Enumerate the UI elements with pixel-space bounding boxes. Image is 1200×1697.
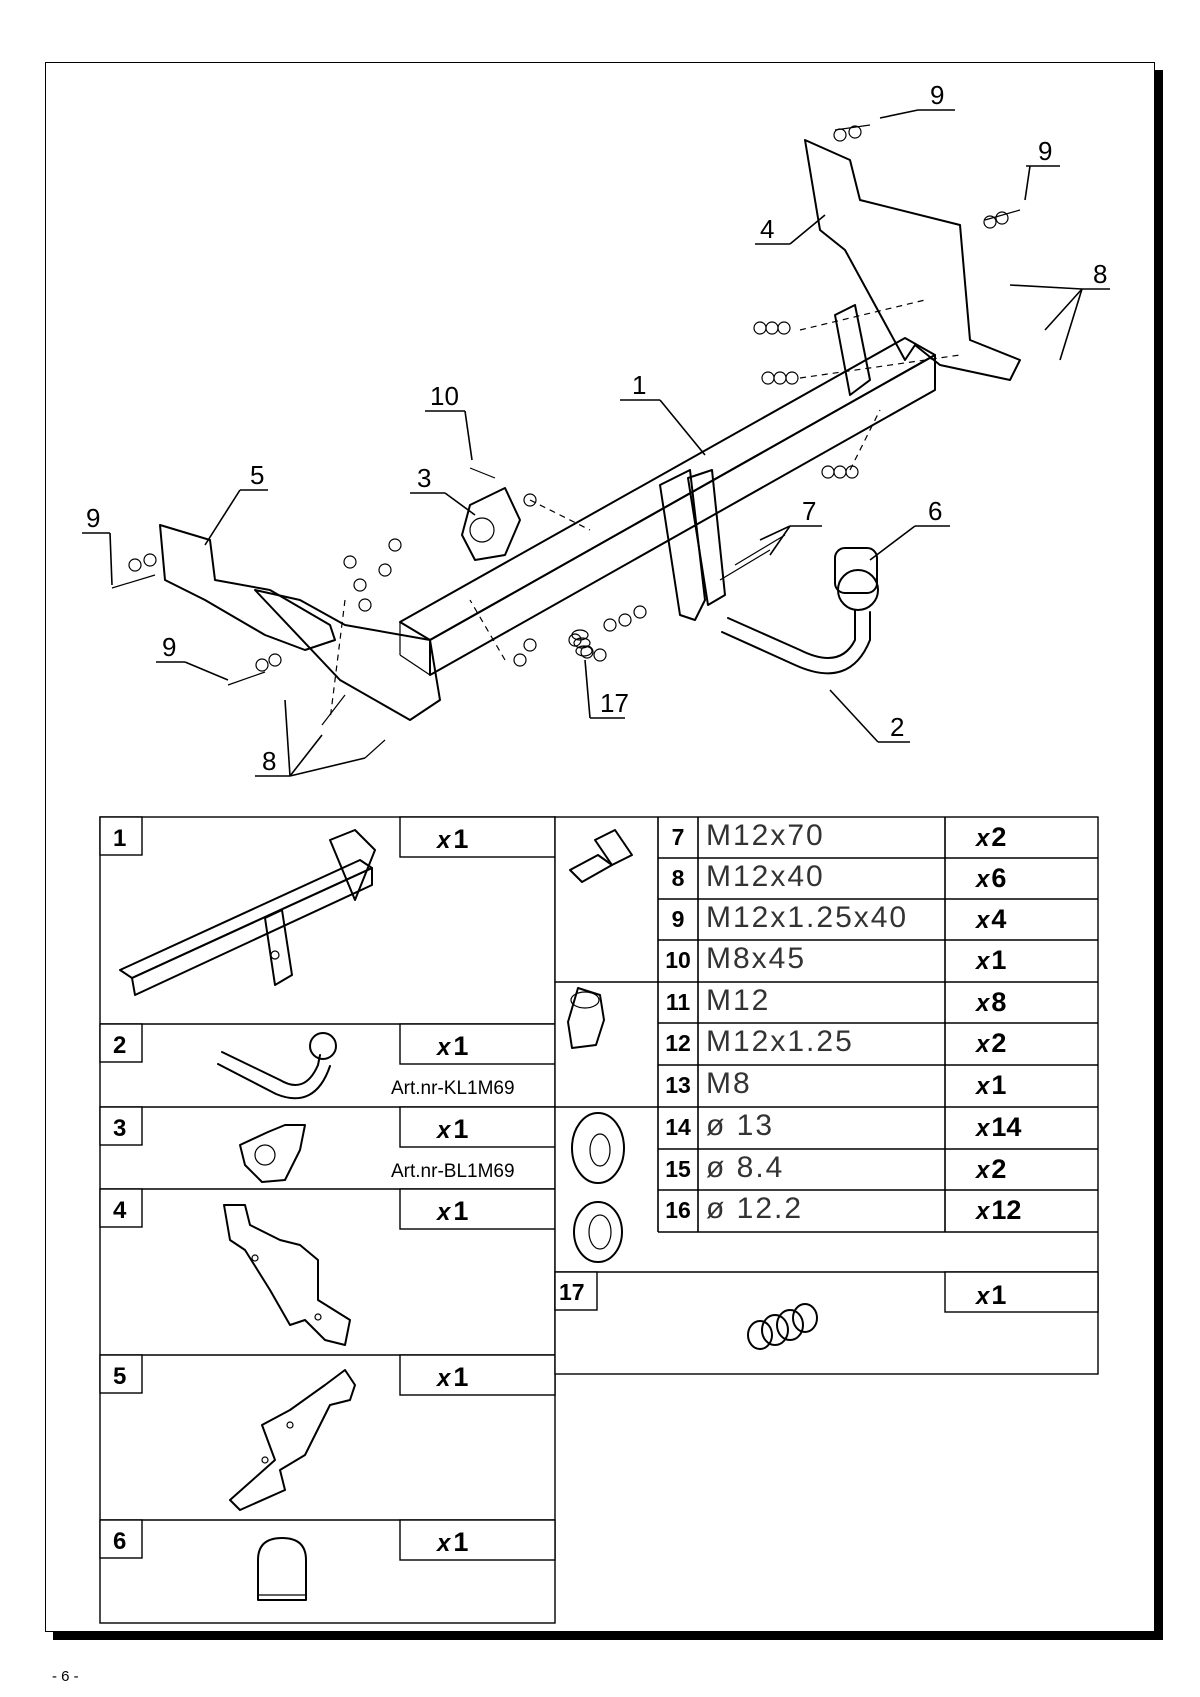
svg-text:7: 7	[802, 496, 816, 526]
hw-quantity: x2	[976, 1028, 1007, 1058]
hw-spec: ø 12.2	[706, 1192, 804, 1225]
hw-number: 16	[665, 1197, 691, 1223]
spring-icon	[747, 1303, 818, 1350]
bracket-5-thumbnail	[229, 1369, 356, 1511]
hw-quantity: x2	[976, 822, 1007, 852]
towball-part	[727, 609, 856, 659]
svg-text:10: 10	[430, 381, 459, 411]
hw-number: 17	[559, 1279, 585, 1305]
hw-quantity: x14	[976, 1112, 1022, 1142]
hw-spec: ø 8.4	[706, 1151, 785, 1184]
crossbar-part	[399, 337, 936, 641]
svg-text:1: 1	[632, 370, 646, 400]
hw-spec: M12x70	[706, 819, 825, 852]
svg-text:9: 9	[1038, 136, 1052, 166]
socket-plate-thumbnail	[239, 1124, 306, 1183]
svg-text:4: 4	[760, 214, 774, 244]
hw-spec: M8x45	[706, 942, 807, 975]
part-number: 2	[113, 1032, 126, 1059]
hw-spec: M12x1.25x40	[706, 901, 909, 934]
page-number: - 6 -	[52, 1668, 79, 1685]
hw-number: 12	[665, 1030, 691, 1056]
hw-quantity: x12	[976, 1195, 1022, 1225]
hardware-table	[554, 816, 1099, 1375]
svg-text:9: 9	[930, 80, 944, 110]
hw-number: 11	[665, 989, 691, 1015]
socket-plate-part	[461, 487, 521, 561]
svg-text:2: 2	[890, 712, 904, 742]
hw-number: 7	[671, 824, 685, 850]
part-number: 3	[113, 1115, 126, 1142]
hw-spec: ø 13	[706, 1109, 775, 1142]
part-number: 6	[113, 1528, 126, 1555]
cap-thumbnail	[257, 1537, 307, 1601]
article-number: Art.nr-KL1M69	[391, 1078, 515, 1099]
hw-spec: M8	[706, 1067, 752, 1100]
bolt-icon	[569, 829, 633, 883]
towball-thumbnail	[217, 1032, 337, 1100]
hw-number: 15	[665, 1156, 691, 1182]
svg-text:5: 5	[250, 460, 264, 490]
cap-part	[834, 547, 878, 594]
callout-labels: 9 9 4 8 1 10 3 5 6 7 9 9	[82, 80, 1110, 777]
hw-quantity: x1	[976, 1280, 1007, 1310]
hw-number: 14	[665, 1114, 691, 1140]
article-number: Art.nr-BL1M69	[391, 1161, 515, 1182]
hw-quantity: x2	[976, 1154, 1007, 1184]
hw-quantity: x1	[976, 1070, 1007, 1100]
hw-quantity: x6	[976, 863, 1007, 893]
svg-text:6: 6	[928, 496, 942, 526]
part-number: 4	[113, 1197, 127, 1224]
part-number: 5	[113, 1363, 126, 1390]
hw-number: 10	[665, 947, 691, 973]
hw-number: 8	[671, 865, 685, 891]
svg-text:3: 3	[417, 463, 431, 493]
svg-text:8: 8	[1093, 259, 1107, 289]
spring-washer-icon	[573, 1201, 623, 1263]
hw-number: 9	[671, 906, 685, 932]
hw-quantity: x4	[976, 904, 1007, 934]
crossbar-thumbnail	[119, 829, 376, 996]
bracket-4-part	[804, 139, 1021, 381]
hw-spec: M12	[706, 984, 771, 1017]
svg-text:9: 9	[86, 503, 100, 533]
nut-icon	[567, 987, 605, 1049]
hw-spec: M12x1.25	[706, 1025, 854, 1058]
bracket-5-part	[159, 524, 336, 651]
washer-icon	[571, 1112, 625, 1184]
hw-number: 13	[665, 1072, 691, 1098]
hw-quantity: x1	[976, 945, 1007, 975]
part-number: 1	[113, 825, 126, 852]
bracket-4-thumbnail	[223, 1204, 351, 1346]
svg-text:17: 17	[600, 688, 629, 718]
svg-text:9: 9	[162, 632, 176, 662]
svg-text:8: 8	[262, 746, 276, 776]
hw-quantity: x8	[976, 987, 1007, 1017]
exploded-view: 9 9 4 8 1 10 3 5 6 7 9 9	[82, 80, 1110, 777]
hw-spec: M12x40	[706, 860, 825, 893]
